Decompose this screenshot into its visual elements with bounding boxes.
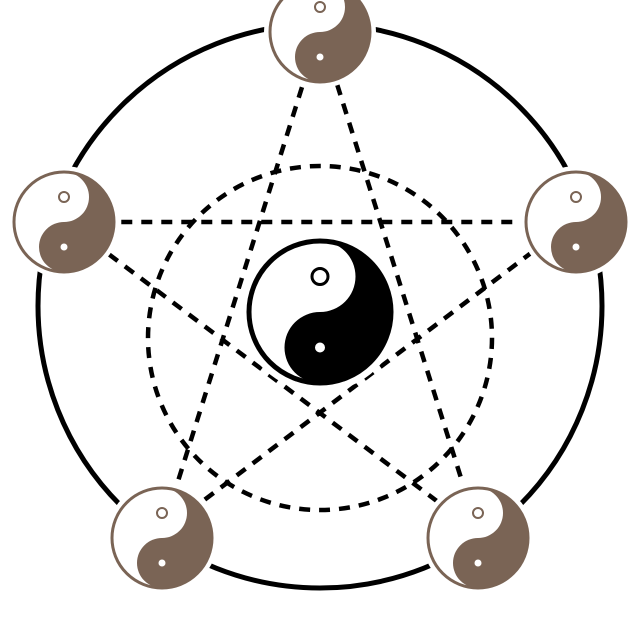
yin-yang-icon [106,482,218,594]
dashed-inner-circle [145,163,495,513]
yin-yang-icon [264,0,376,88]
dashed-pentagram [63,27,575,535]
outer-symbols-group [8,0,629,594]
yin-yang-icon [8,166,120,278]
yin-yang-icon [240,232,400,392]
yin-yang-icon [520,166,629,278]
yin-yang-icon [422,482,534,594]
